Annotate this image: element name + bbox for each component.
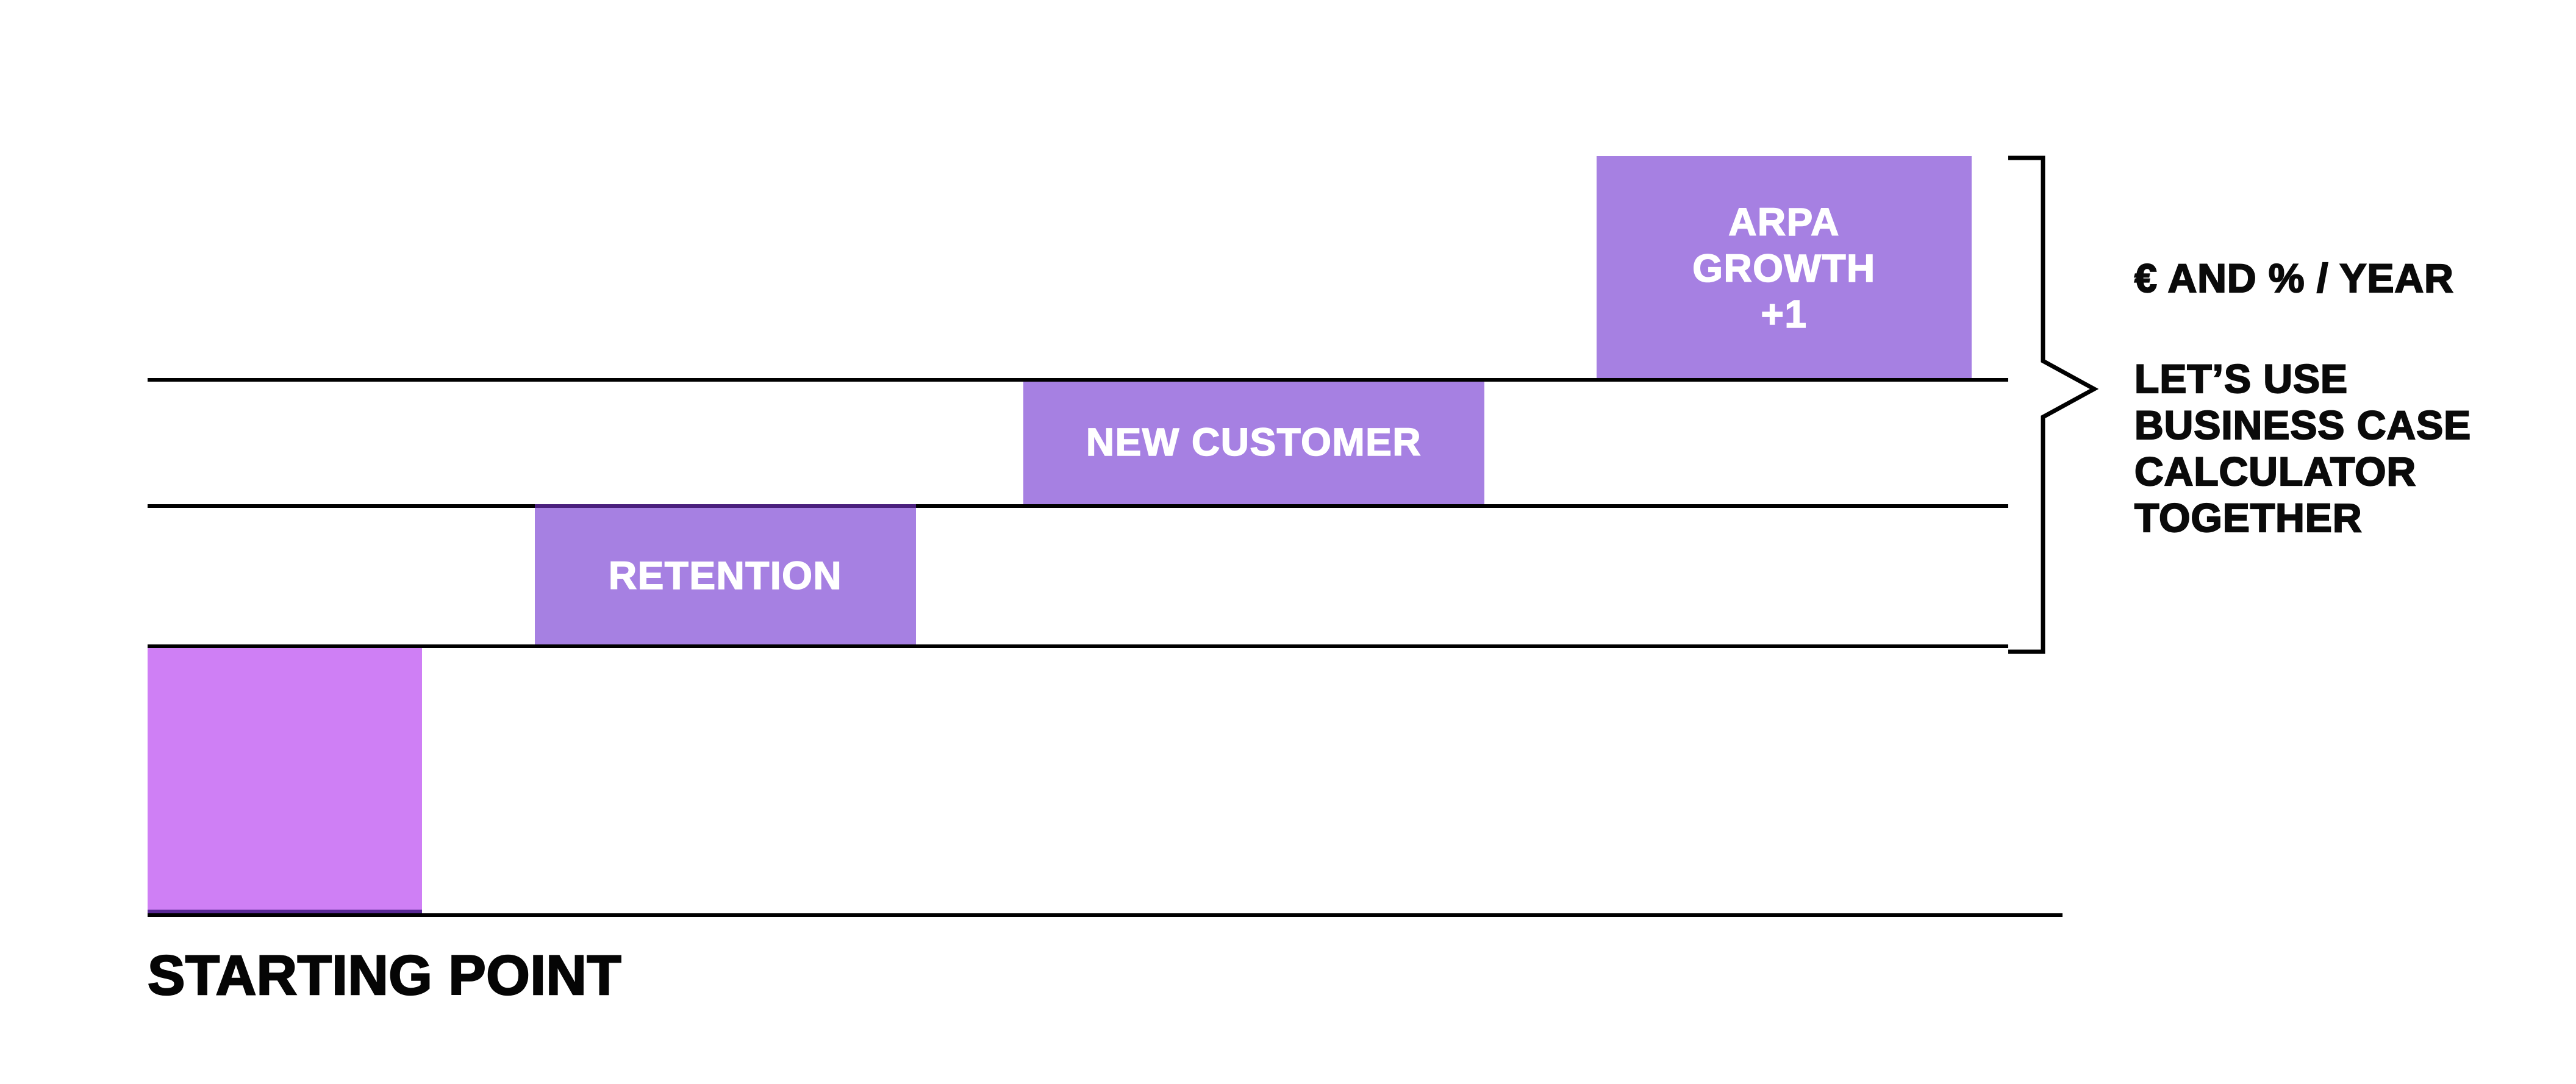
baseline (148, 913, 2063, 917)
new-customer-label: NEW CUSTOMER (1086, 419, 1422, 465)
callout-units-text: € AND % / YEAR (2134, 255, 2454, 301)
retention-box: RETENTION (535, 504, 916, 647)
retention-line-overlap-edge (535, 504, 916, 508)
starting-point-axis-label: STARTING POINT (147, 944, 622, 1008)
level-line-1 (148, 378, 2008, 382)
level-line-2 (148, 504, 2008, 508)
level-line-3 (148, 644, 2008, 648)
starting-baseline-overlap-edge (148, 910, 422, 913)
starting-point-box (148, 644, 422, 916)
arpa-growth-label: ARPA GROWTH +1 (1692, 199, 1876, 337)
callout-body-text: LET’S USE BUSINESS CASE CALCULATOR TOGET… (2134, 355, 2472, 541)
retention-label: RETENTION (608, 553, 843, 598)
new-customer-box: NEW CUSTOMER (1023, 378, 1484, 507)
arpa-growth-box: ARPA GROWTH +1 (1597, 156, 1972, 381)
